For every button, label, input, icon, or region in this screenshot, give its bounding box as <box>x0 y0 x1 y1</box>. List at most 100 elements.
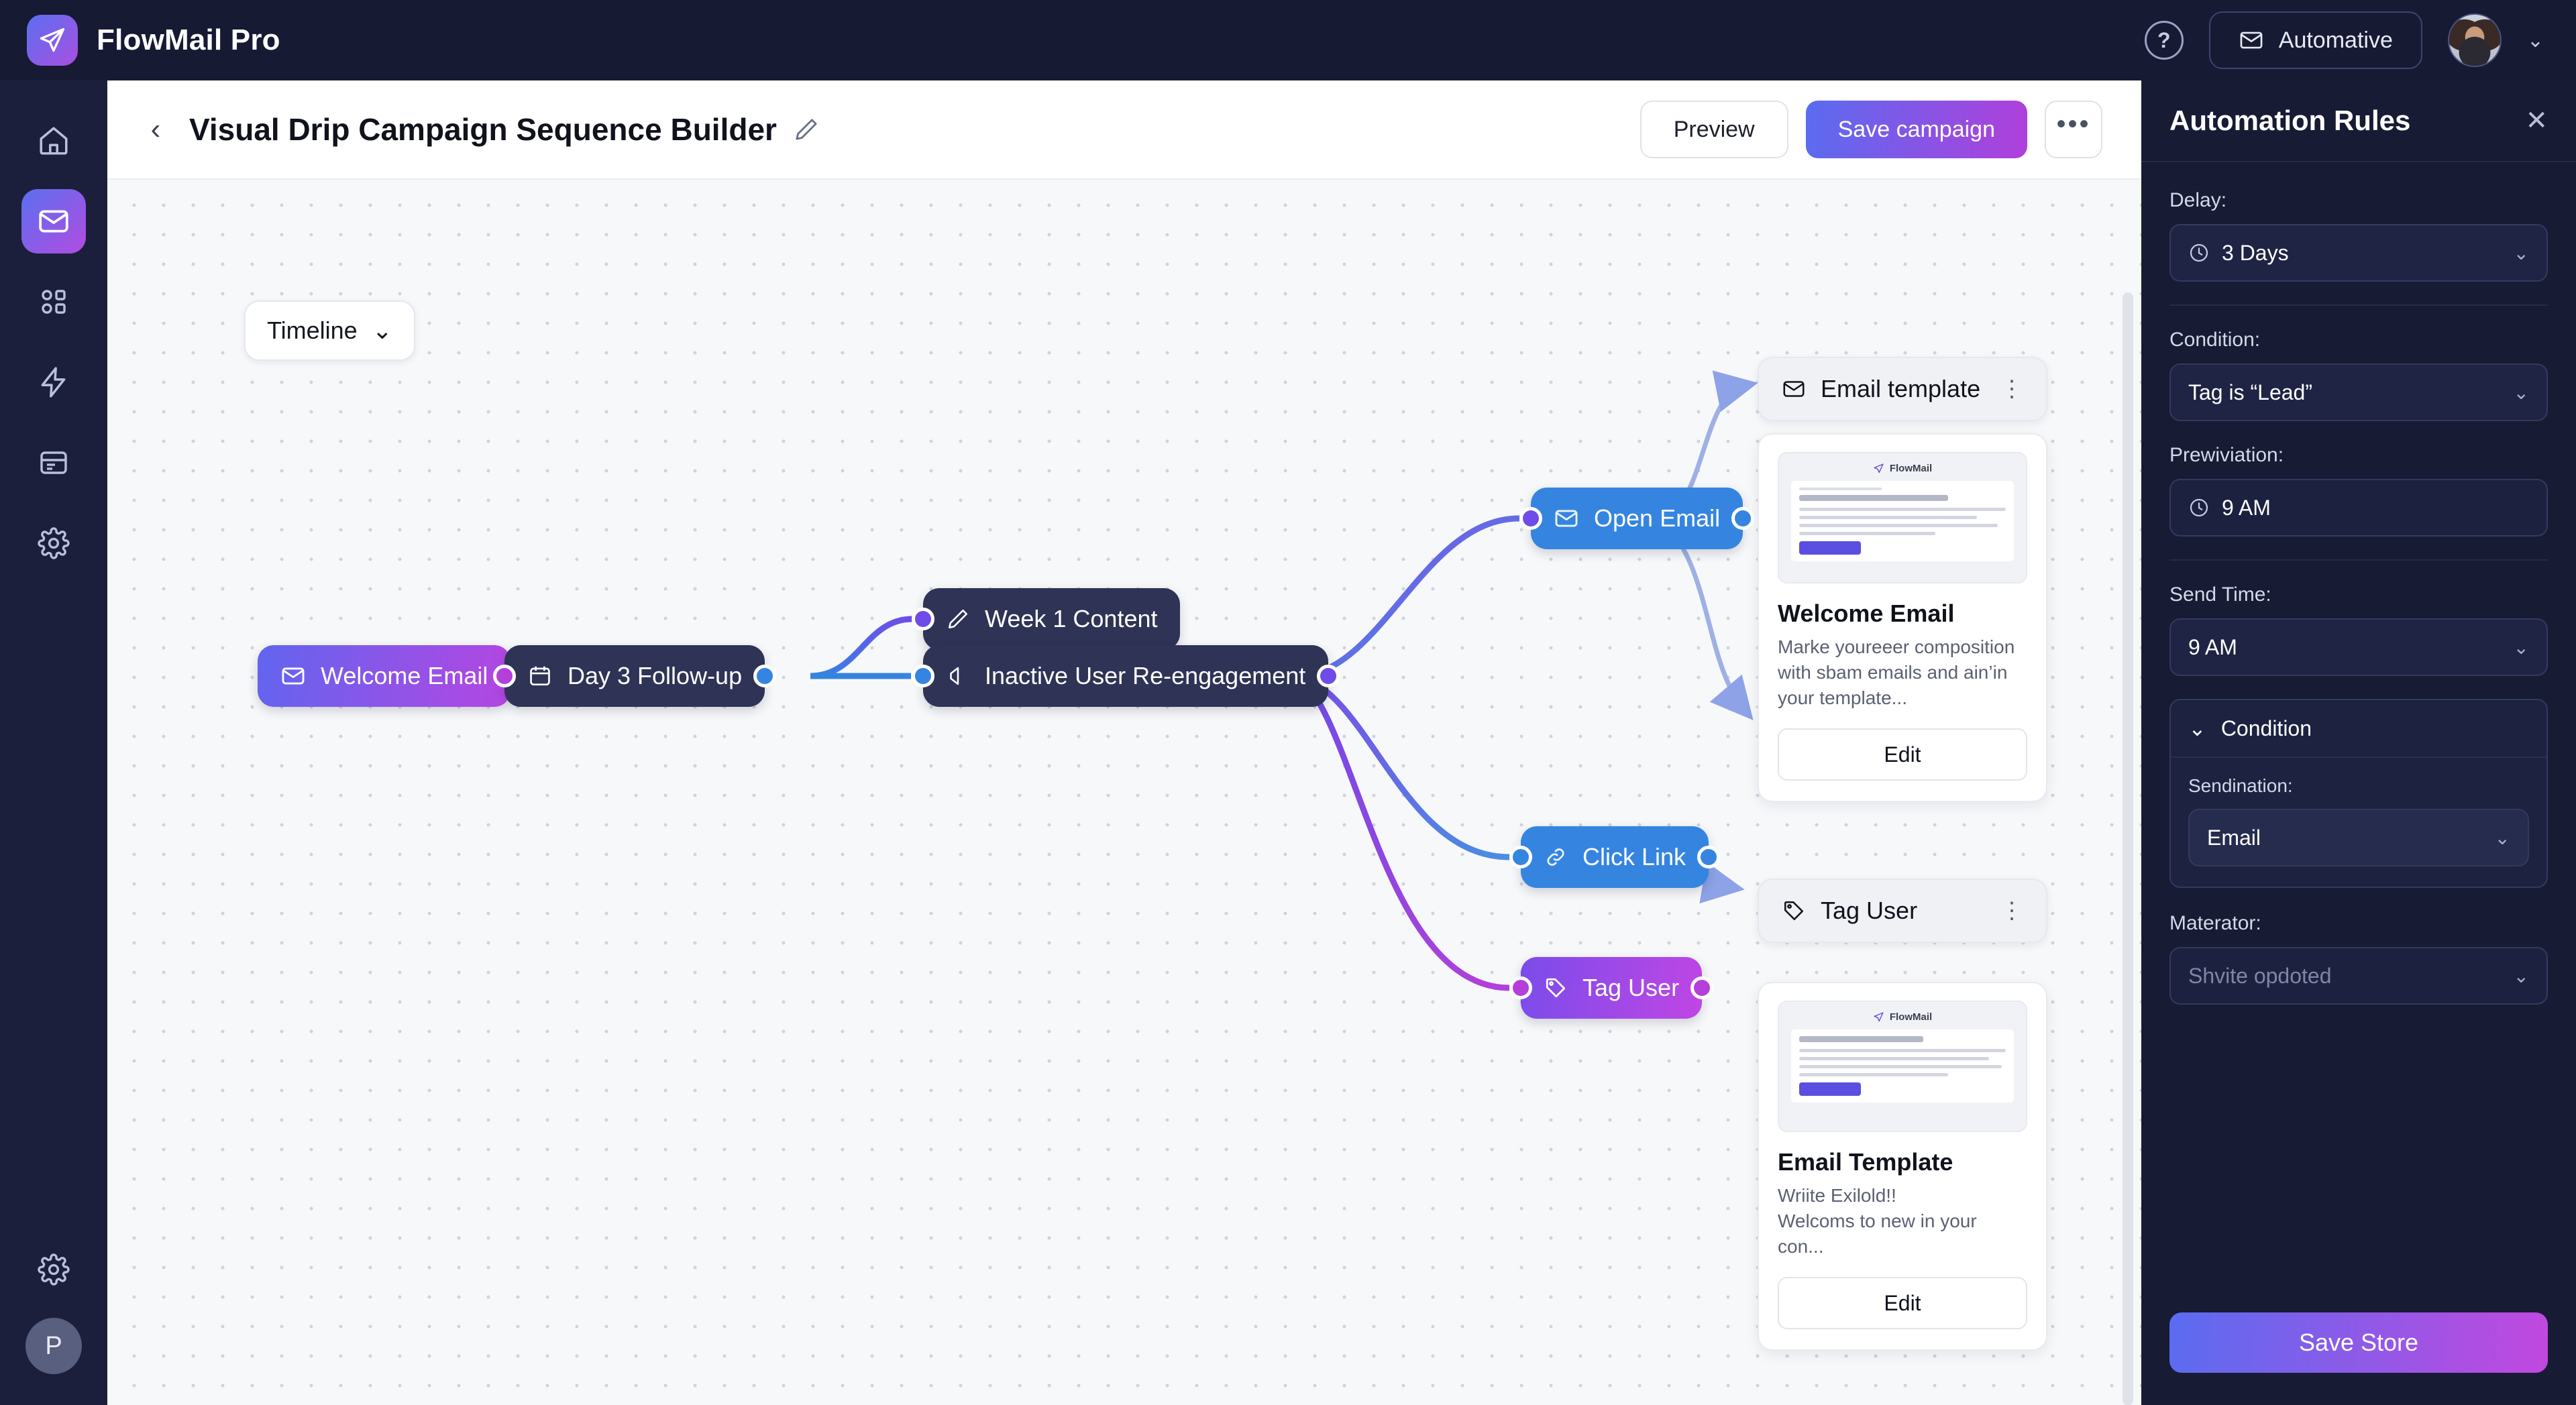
node-label: Tag User <box>1582 974 1680 1001</box>
edit-button[interactable]: Edit <box>1778 1277 2027 1330</box>
condition-group-header[interactable]: ⌄ Condition <box>2171 700 2546 758</box>
preview-button[interactable]: Preview <box>1640 101 1788 158</box>
node-day-3-follow-up[interactable]: Day 3 Follow-up <box>493 645 777 707</box>
condition-select[interactable]: Tag is “Lead” ⌄ <box>2169 363 2548 421</box>
save-store-button[interactable]: Save Store <box>2169 1312 2548 1373</box>
preview-field[interactable]: 9 AM <box>2169 479 2548 537</box>
chevron-down-icon: ⌄ <box>372 317 392 344</box>
top-bar: FlowMail Pro ? Automative ⌄ <box>0 0 2576 80</box>
thumbnail-body <box>1791 481 2014 561</box>
card-header-email-template[interactable]: Email template ⋮ <box>1758 357 2047 421</box>
condition-group: ⌄ Condition Sendination: Email ⌄ <box>2169 699 2548 888</box>
sidebar-item-preferences[interactable] <box>21 1237 86 1302</box>
card-email-template: FlowMail Email Template Wriite Exilold!!… <box>1758 982 2047 1351</box>
more-options-button[interactable]: ••• <box>2045 101 2102 158</box>
card-header-label: Email template <box>1821 375 1981 402</box>
megaphone-icon <box>946 664 970 688</box>
chevron-down-icon[interactable]: ⌄ <box>2526 29 2544 52</box>
edit-button[interactable]: Edit <box>1778 728 2027 781</box>
brand-name: FlowMail Pro <box>97 23 280 56</box>
node-label: Inactive User Re-engagement <box>985 662 1306 689</box>
panel-header: Automation Rules ✕ <box>2141 80 2576 162</box>
email-thumbnail: FlowMail <box>1778 452 2027 583</box>
node-port-in[interactable] <box>1509 976 1532 999</box>
node-welcome-email[interactable]: Welcome Email <box>258 645 523 707</box>
rail-avatar[interactable]: P <box>25 1318 82 1374</box>
header-actions: Preview Save campaign ••• <box>1640 101 2102 158</box>
automation-rules-panel: Automation Rules ✕ Delay: 3 Days ⌄ Condi… <box>2141 80 2576 1405</box>
pencil-icon[interactable] <box>793 116 820 143</box>
node-tag-user[interactable]: Tag User <box>1509 957 1714 1019</box>
page: ‹ Visual Drip Campaign Sequence Builder … <box>107 80 2141 1405</box>
avatar[interactable] <box>2447 13 2502 67</box>
flow-canvas[interactable]: Timeline ⌄ Welcome Email Day 3 Follow-up <box>107 180 2141 1405</box>
kebab-menu-icon[interactable]: ⋮ <box>2000 376 2023 402</box>
sidebar-item-automations[interactable] <box>21 350 86 414</box>
node-port-in[interactable] <box>912 608 934 630</box>
node-port-out[interactable] <box>1731 507 1755 530</box>
help-icon[interactable]: ? <box>2144 21 2184 60</box>
divider <box>2169 304 2548 306</box>
account-button[interactable]: Automative <box>2208 11 2422 69</box>
sidebar-item-home[interactable] <box>21 109 86 173</box>
account-label: Automative <box>2278 27 2393 53</box>
send-time-select[interactable]: 9 AM ⌄ <box>2169 618 2548 676</box>
node-open-email[interactable]: Open Email <box>1519 488 1755 549</box>
card-header-tag-user[interactable]: Tag User ⋮ <box>1758 879 2047 943</box>
thumb-heading <box>1799 495 1948 501</box>
brand[interactable]: FlowMail Pro <box>27 15 280 66</box>
node-port-in[interactable] <box>1519 507 1542 530</box>
view-mode-select[interactable]: Timeline ⌄ <box>244 300 415 361</box>
node-port-out[interactable] <box>1697 846 1721 868</box>
node-click-link[interactable]: Click Link <box>1509 826 1721 888</box>
node-port-out[interactable] <box>1690 976 1714 999</box>
sidebar-item-apps[interactable] <box>21 270 86 334</box>
thumbnail-brand: FlowMail <box>1791 463 2014 474</box>
send-time-value: 9 AM <box>2188 634 2237 659</box>
thumbnail-body <box>1791 1029 2014 1103</box>
materator-label: Materator: <box>2169 912 2261 934</box>
pencil-icon <box>946 607 970 631</box>
thumb-heading <box>1799 1036 1923 1042</box>
sendination-value: Email <box>2207 825 2261 850</box>
clock-icon <box>2188 242 2210 264</box>
condition-group-body: Sendination: Email ⌄ <box>2171 758 2546 887</box>
thumb-line <box>1799 516 1977 519</box>
canvas-scrollbar[interactable] <box>2123 292 2133 1405</box>
thumb-line <box>1799 488 1882 490</box>
materator-select[interactable]: Shvite opdoted ⌄ <box>2169 947 2548 1005</box>
sendination-select[interactable]: Email ⌄ <box>2188 809 2529 866</box>
thumb-line <box>1799 508 2006 511</box>
link-icon <box>1544 845 1568 869</box>
node-port-out[interactable] <box>1317 665 1340 687</box>
preview-label: Prewiviation: <box>2169 444 2284 466</box>
sidebar-item-settings[interactable] <box>21 511 86 575</box>
kebab-menu-icon[interactable]: ⋮ <box>2000 897 2023 923</box>
calendar-icon <box>527 663 553 689</box>
node-port-in[interactable] <box>912 665 934 687</box>
thumbnail-brand-label: FlowMail <box>1889 463 1933 474</box>
save-campaign-button[interactable]: Save campaign <box>1805 101 2027 158</box>
node-port-in[interactable] <box>493 665 516 687</box>
tag-icon <box>1544 976 1568 1000</box>
sidebar-item-inbox[interactable] <box>21 431 86 495</box>
thumb-line <box>1799 524 1998 527</box>
node-label: Week 1 Content <box>985 605 1158 632</box>
envelope-icon <box>1554 506 1579 531</box>
node-week-1-content[interactable]: Week 1 Content <box>912 588 1181 650</box>
materator-placeholder: Shvite opdoted <box>2188 963 2332 988</box>
delay-label: Delay: <box>2169 189 2227 211</box>
node-inactive-user-re-engagement[interactable]: Inactive User Re-engagement <box>912 645 1340 707</box>
chevron-down-icon: ⌄ <box>2188 716 2206 740</box>
thumb-cta-button <box>1799 1082 1861 1096</box>
card-welcome-email: FlowMail Welcome Email Marke youreeer co… <box>1758 433 2047 803</box>
thumb-line <box>1799 532 1936 535</box>
node-port-out[interactable] <box>753 665 777 687</box>
delay-select[interactable]: 3 Days ⌄ <box>2169 224 2548 282</box>
page-title: Visual Drip Campaign Sequence Builder <box>189 112 777 147</box>
node-port-in[interactable] <box>1509 846 1532 868</box>
sidebar-item-mail[interactable] <box>21 189 86 254</box>
back-button[interactable]: ‹ <box>150 113 161 146</box>
email-thumbnail: FlowMail <box>1778 1001 2027 1132</box>
close-icon[interactable]: ✕ <box>2525 106 2548 135</box>
